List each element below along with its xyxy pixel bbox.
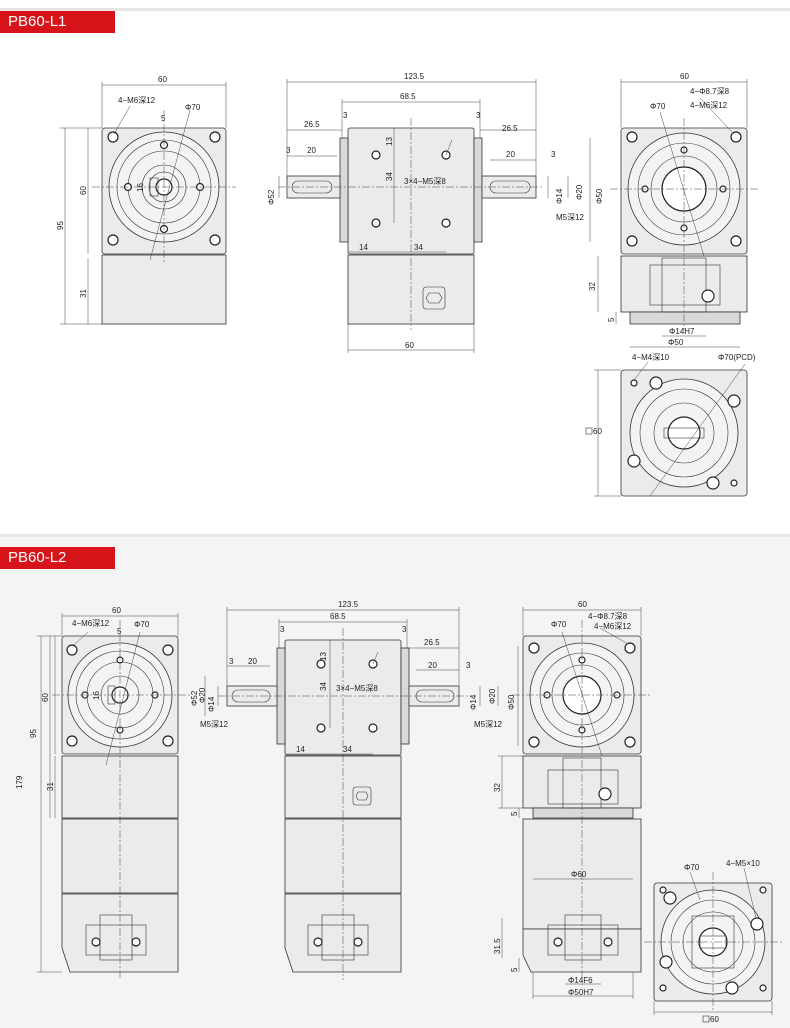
- l2-side-t3b: 3: [402, 625, 407, 634]
- l1-side-d52: Φ52: [267, 189, 276, 205]
- l1-side-t13: 13: [385, 137, 394, 146]
- l2-bottom-d70: Φ70: [684, 863, 700, 872]
- l1-side-l265b: 26.5: [502, 124, 518, 133]
- l1-rear-d70: Φ70: [650, 102, 666, 111]
- l1-side-t3c: 3: [286, 146, 291, 155]
- l1-side-len685: 68.5: [400, 92, 416, 101]
- l2-side-t3d: 3: [466, 661, 471, 670]
- l1-front-h95: 95: [56, 221, 65, 230]
- l1-bottom-pcd: Φ70(PCD): [718, 353, 756, 362]
- l1-side-view: 123.5 68.5 26.5 26.5 3 3 3 3 20 20 13 34…: [267, 72, 604, 353]
- l2-rear-d60: Φ60: [571, 870, 587, 879]
- l1-side-m5: M5深12: [556, 213, 585, 222]
- l1-front-h31: 31: [79, 289, 88, 298]
- l1-side-t3b: 3: [476, 111, 481, 120]
- l2-side-t3c: 3: [229, 657, 234, 666]
- l1-side-l265a: 26.5: [304, 120, 320, 129]
- l1-side-t3d: 3: [551, 150, 556, 159]
- l2-front-w60: 60: [112, 606, 121, 615]
- l2-rear-w60: 60: [578, 600, 587, 609]
- l1-side-m5x4: 3×4−M5深8: [404, 177, 446, 186]
- l2-side-m5b: M5深12: [474, 720, 503, 729]
- l1-rear-h32: 32: [588, 282, 597, 291]
- l2-rear-h5a: 5: [510, 811, 519, 816]
- l2-side-t20a: 20: [248, 657, 257, 666]
- l2-side-len1235: 123.5: [338, 600, 359, 609]
- l1-rear-view: 60 4−Φ8.7深8 4−M6深12 Φ70 32 5 Φ14H7 Φ50: [588, 72, 758, 348]
- l1-side-d50: Φ50: [595, 188, 604, 204]
- l2-side-t3a: 3: [280, 625, 285, 634]
- l1-front-c5: 5: [161, 114, 166, 123]
- l2-side-d14a: Φ14: [207, 696, 216, 712]
- l1-side-d14: Φ14: [555, 188, 564, 204]
- l1-front-d70: Φ70: [185, 103, 201, 112]
- l2-side-m5x4: 3×4−M5深8: [336, 684, 378, 693]
- l1-front-w60: 60: [158, 75, 167, 84]
- l2-front-c16: 16: [92, 691, 101, 700]
- l2-side-l265: 26.5: [424, 638, 440, 647]
- l2-front-h60: 60: [41, 693, 50, 702]
- l2-front-c5: 5: [117, 627, 122, 636]
- l1-bottom-view: 4−M4深10 Φ70(PCD) 60: [585, 353, 756, 497]
- l1-rear-d50: Φ50: [668, 338, 684, 347]
- l2-front-m6: 4−M6深12: [72, 619, 110, 628]
- l1-front-m6: 4−M6深12: [118, 96, 156, 105]
- l1-side-t20b: 20: [506, 150, 515, 159]
- l2-side-t34h: 34: [343, 745, 352, 754]
- l2-side-m5a: M5深12: [200, 720, 229, 729]
- l2-front-h31: 31: [46, 782, 55, 791]
- l2-bottom-m5: 4−M5×10: [726, 859, 760, 868]
- l1-side-w60: 60: [405, 341, 414, 350]
- l2-side-d52: Φ52: [190, 690, 199, 706]
- l2-front-h95: 95: [29, 729, 38, 738]
- section-title-l1: PB60-L1: [0, 11, 115, 33]
- l2-side-len685: 68.5: [330, 612, 346, 621]
- l1-side-t34v: 34: [385, 172, 394, 181]
- l1-front-h60: 60: [79, 186, 88, 195]
- l1-side-t34h: 34: [414, 243, 423, 252]
- l2-side-t14: 14: [296, 745, 305, 754]
- l2-rear-d14f6: Φ14F6: [568, 976, 593, 985]
- l1-front-c16: 16: [136, 183, 145, 192]
- l2-side-t20b: 20: [428, 661, 437, 670]
- l2-rear-h5b: 5: [510, 967, 519, 972]
- l1-bottom-m4: 4−M4深10: [632, 353, 670, 362]
- l1-side-d20: Φ20: [575, 184, 584, 200]
- l2-rear-h32: 32: [493, 783, 502, 792]
- l1-side-t20a: 20: [307, 146, 316, 155]
- l1-side-t3a: 3: [343, 111, 348, 120]
- section-l2-line: [0, 534, 790, 537]
- l1-front-view: 60 4−M6深12 Φ70 5 16 60 95 31: [56, 75, 236, 325]
- l2-side-t13: 13: [319, 652, 328, 661]
- l2-bottom-view: Φ70 4−M5×10 60: [644, 859, 782, 1024]
- l1-side-t14: 14: [359, 243, 368, 252]
- l2-side-d14b: Φ14: [469, 694, 478, 710]
- l2-side-d20b: Φ20: [488, 688, 497, 704]
- l2-rear-d70: Φ70: [551, 620, 567, 629]
- l2-side-view: 123.5 68.5 26.5 3 3 3 3 20 20 13 34 3×4−…: [190, 600, 519, 980]
- l2-bottom-sq60: 60: [710, 1015, 719, 1024]
- l2-side-t34v: 34: [319, 682, 328, 691]
- l2-rear-d87: 4−Φ8.7深8: [588, 612, 628, 621]
- l2-front-d70: Φ70: [134, 620, 150, 629]
- l1-rear-h5: 5: [607, 317, 616, 322]
- l2-rear-h315: 31.5: [493, 938, 502, 954]
- l2-front-h179: 179: [15, 775, 24, 789]
- l2-side-d50: Φ50: [507, 694, 516, 710]
- l2-rear-m6: 4−M6深12: [594, 622, 632, 631]
- l2-rear-view: 60 4−Φ8.7深8 4−M6深12 Φ70 32 5 Φ60 31.5 5 …: [493, 600, 652, 999]
- l1-rear-d14h7: Φ14H7: [669, 327, 695, 336]
- l1-rear-w60: 60: [680, 72, 689, 81]
- l1-rear-m6: 4−M6深12: [690, 101, 728, 110]
- section-l1-line: [0, 8, 790, 11]
- l1-side-len1235: 123.5: [404, 72, 425, 81]
- l1-rear-d87: 4−Φ8.7深8: [690, 87, 730, 96]
- l2-side-d20a: Φ20: [198, 687, 207, 703]
- section-title-l2: PB60-L2: [0, 547, 115, 569]
- l1-bottom-sq60: 60: [593, 427, 602, 436]
- l2-rear-d50h7: Φ50H7: [568, 988, 594, 997]
- l2-front-view: 60 4−M6深12 Φ70 5 16 60 95 31 179: [15, 606, 190, 980]
